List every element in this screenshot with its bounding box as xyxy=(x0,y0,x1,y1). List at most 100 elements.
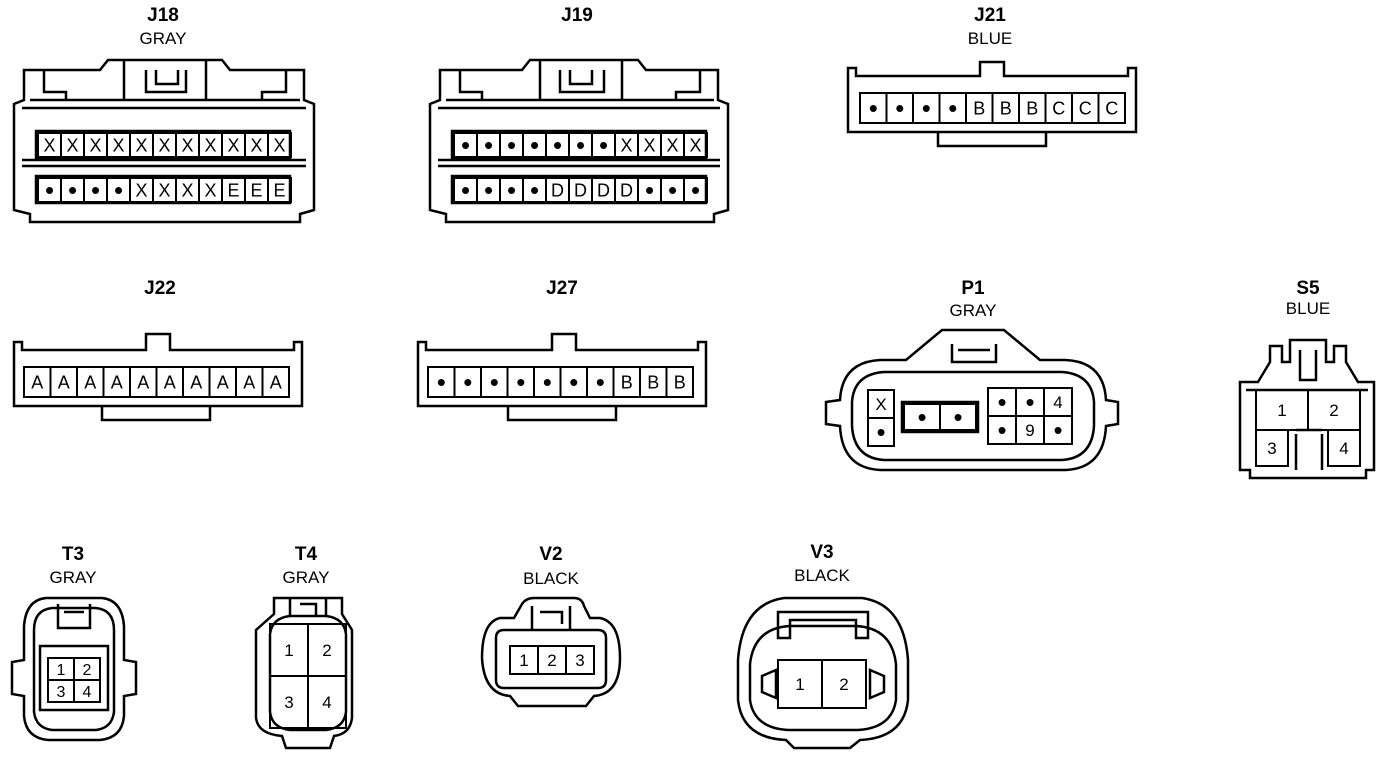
j19-top-cavity-5: • xyxy=(553,130,562,160)
j18-bottom-cavity-8: X xyxy=(204,180,216,200)
v2-pin-2: 2 xyxy=(547,651,556,670)
j18-top-cavity-4: X xyxy=(112,135,124,155)
j21-cavity-1: • xyxy=(869,93,878,123)
p1-middle-cavity-2-box xyxy=(939,403,977,431)
j18-top-cavity-2: X xyxy=(66,135,78,155)
p1-left-cavity-2-box xyxy=(867,417,895,447)
v2-pin-3-box xyxy=(565,645,595,675)
j21-color: BLUE xyxy=(967,29,1013,48)
j22-cavity-3: A xyxy=(84,372,96,392)
s5-color: BLUE xyxy=(1285,299,1331,318)
t3-color: GRAY xyxy=(49,568,97,587)
p1-right-bottom-cavity-1: • xyxy=(997,415,1006,445)
s5-pin-3: 3 xyxy=(1267,439,1276,458)
v2-pin-1: 1 xyxy=(519,651,528,670)
j21-cavity-8: C xyxy=(1052,98,1065,118)
p1-color: GRAY xyxy=(949,301,997,320)
j18-top-cavity-6: X xyxy=(158,135,170,155)
j18-bottom-cavity-11: E xyxy=(273,180,285,200)
j19-bottom-cavity-5: D xyxy=(551,180,564,200)
j18-bottom-cavity-4: • xyxy=(114,175,123,205)
j18-top-cavity-11: X xyxy=(273,135,285,155)
v3-pin-1: 1 xyxy=(795,675,804,694)
t3-pin-2: 2 xyxy=(83,662,92,679)
j18-bottom-cavity-6: X xyxy=(158,180,170,200)
j18-top-cavity-9: X xyxy=(227,135,239,155)
j21-name: J21 xyxy=(974,5,1006,26)
j22-cavity-1: A xyxy=(31,372,43,392)
p1-left-cavity-2: • xyxy=(876,417,885,447)
j19-top-cavity-11: X xyxy=(689,135,701,155)
j21-cavity-2: • xyxy=(895,93,904,123)
j27-cavity-3: • xyxy=(490,367,499,397)
j19-bottom-cavity-9: • xyxy=(645,175,654,205)
j22-cavity-10-box xyxy=(261,366,290,398)
j19-bottom-cavity-2: • xyxy=(484,175,493,205)
j18-bottom-cavity-5: X xyxy=(135,180,147,200)
j18-bottom-cavity-10: E xyxy=(250,180,262,200)
j22-cavity-5: A xyxy=(137,372,149,392)
j18-bottom-cavity-7: X xyxy=(181,180,193,200)
j18-bottom-cavity-11-box xyxy=(267,177,292,203)
j27-name: J27 xyxy=(546,278,578,299)
j22-cavity-9: A xyxy=(243,372,255,392)
j18-top-cavity-10: X xyxy=(250,135,262,155)
j21-cavity-10: C xyxy=(1105,98,1118,118)
t4-color: GRAY xyxy=(282,568,330,587)
j18-bottom-cavity-3: • xyxy=(91,175,100,205)
j27-cavity-1: • xyxy=(437,367,446,397)
p1-right-top-cavity-2: • xyxy=(1025,387,1034,417)
j19-top-cavity-2: • xyxy=(484,130,493,160)
j19-top-cavity-9: X xyxy=(643,135,655,155)
j19-bottom-cavity-1: • xyxy=(461,175,470,205)
v2-name: V2 xyxy=(539,544,563,565)
j19-name: J19 xyxy=(561,5,593,26)
t4-pin-1: 1 xyxy=(284,641,293,660)
p1-right-bottom-cavity-3-box xyxy=(1043,415,1073,445)
p1-right-bottom-cavity-3: • xyxy=(1053,415,1062,445)
j19-top-cavity-10: X xyxy=(666,135,678,155)
p1-name: P1 xyxy=(961,278,985,299)
j19-bottom-cavity-6: D xyxy=(574,180,587,200)
t3-name: T3 xyxy=(61,544,85,565)
j22-cavity-6: A xyxy=(164,372,176,392)
p1-middle-cavity-1: • xyxy=(917,402,926,432)
p1-right-bottom-cavity-2: 9 xyxy=(1025,421,1034,440)
j27-cavity-7: • xyxy=(596,367,605,397)
j18-top-cavity-5: X xyxy=(135,135,147,155)
j21-cavity-10-box xyxy=(1097,92,1126,124)
j18-color: GRAY xyxy=(139,29,187,48)
j18-top-cavity-11-box xyxy=(267,132,292,158)
j19-top-cavity-11-box xyxy=(683,132,708,158)
s5-name: S5 xyxy=(1296,278,1320,299)
t3-pin-1: 1 xyxy=(57,662,66,679)
t4-name: T4 xyxy=(294,544,318,565)
s5-pin-3-box xyxy=(1255,429,1289,467)
j22-cavity-7: A xyxy=(190,372,202,392)
j21-cavity-4: • xyxy=(948,93,957,123)
j18-bottom-cavity-9: E xyxy=(227,180,239,200)
t4-pin-2: 2 xyxy=(322,641,331,660)
t4-pin-3: 3 xyxy=(284,693,293,712)
j27-cavity-5: • xyxy=(543,367,552,397)
p1-left-cavity-1: X xyxy=(875,395,886,414)
j22-name: J22 xyxy=(144,278,176,299)
j22-cavity-4: A xyxy=(111,372,123,392)
j19-bottom-cavity-7: D xyxy=(597,180,610,200)
p1-cells: X•••••4•9• xyxy=(867,387,1073,447)
j19-bottom-cavity-11: • xyxy=(691,175,700,205)
